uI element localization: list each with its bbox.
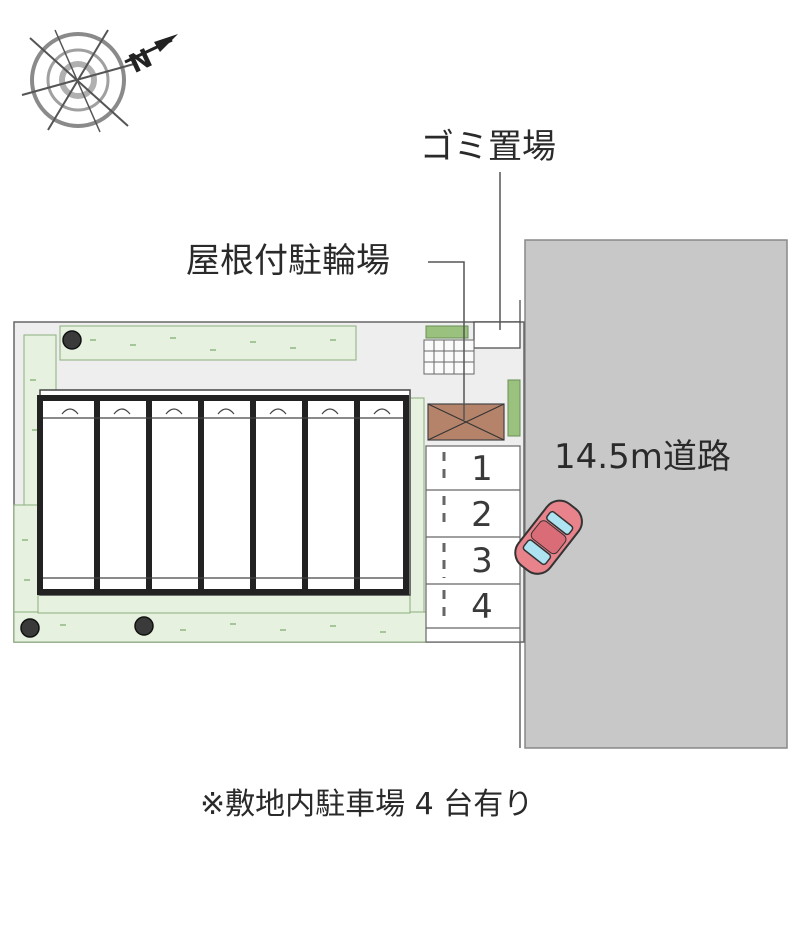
bike-parking-label: 屋根付駐輪場: [186, 241, 390, 281]
tree-icon: [20, 330, 154, 638]
parking-number: 4: [471, 587, 493, 627]
apartment-building: [37, 389, 411, 596]
bike-leader-line: [428, 261, 465, 420]
compass-rose-icon: N: [21, 29, 178, 133]
road-label: 14.5m道路: [554, 437, 731, 477]
garbage-label: ゴミ置場: [420, 127, 556, 167]
parking-number: 3: [471, 541, 493, 581]
parking-number: 2: [471, 495, 493, 535]
garbage-area: [423, 321, 521, 437]
parking-area: [425, 445, 521, 643]
bike-shed: [427, 403, 505, 441]
footnote: ※敷地内駐車場 4 台有り: [200, 787, 534, 822]
road: [524, 239, 788, 749]
car-icon: [514, 499, 583, 575]
parking-number: 1: [471, 449, 493, 489]
